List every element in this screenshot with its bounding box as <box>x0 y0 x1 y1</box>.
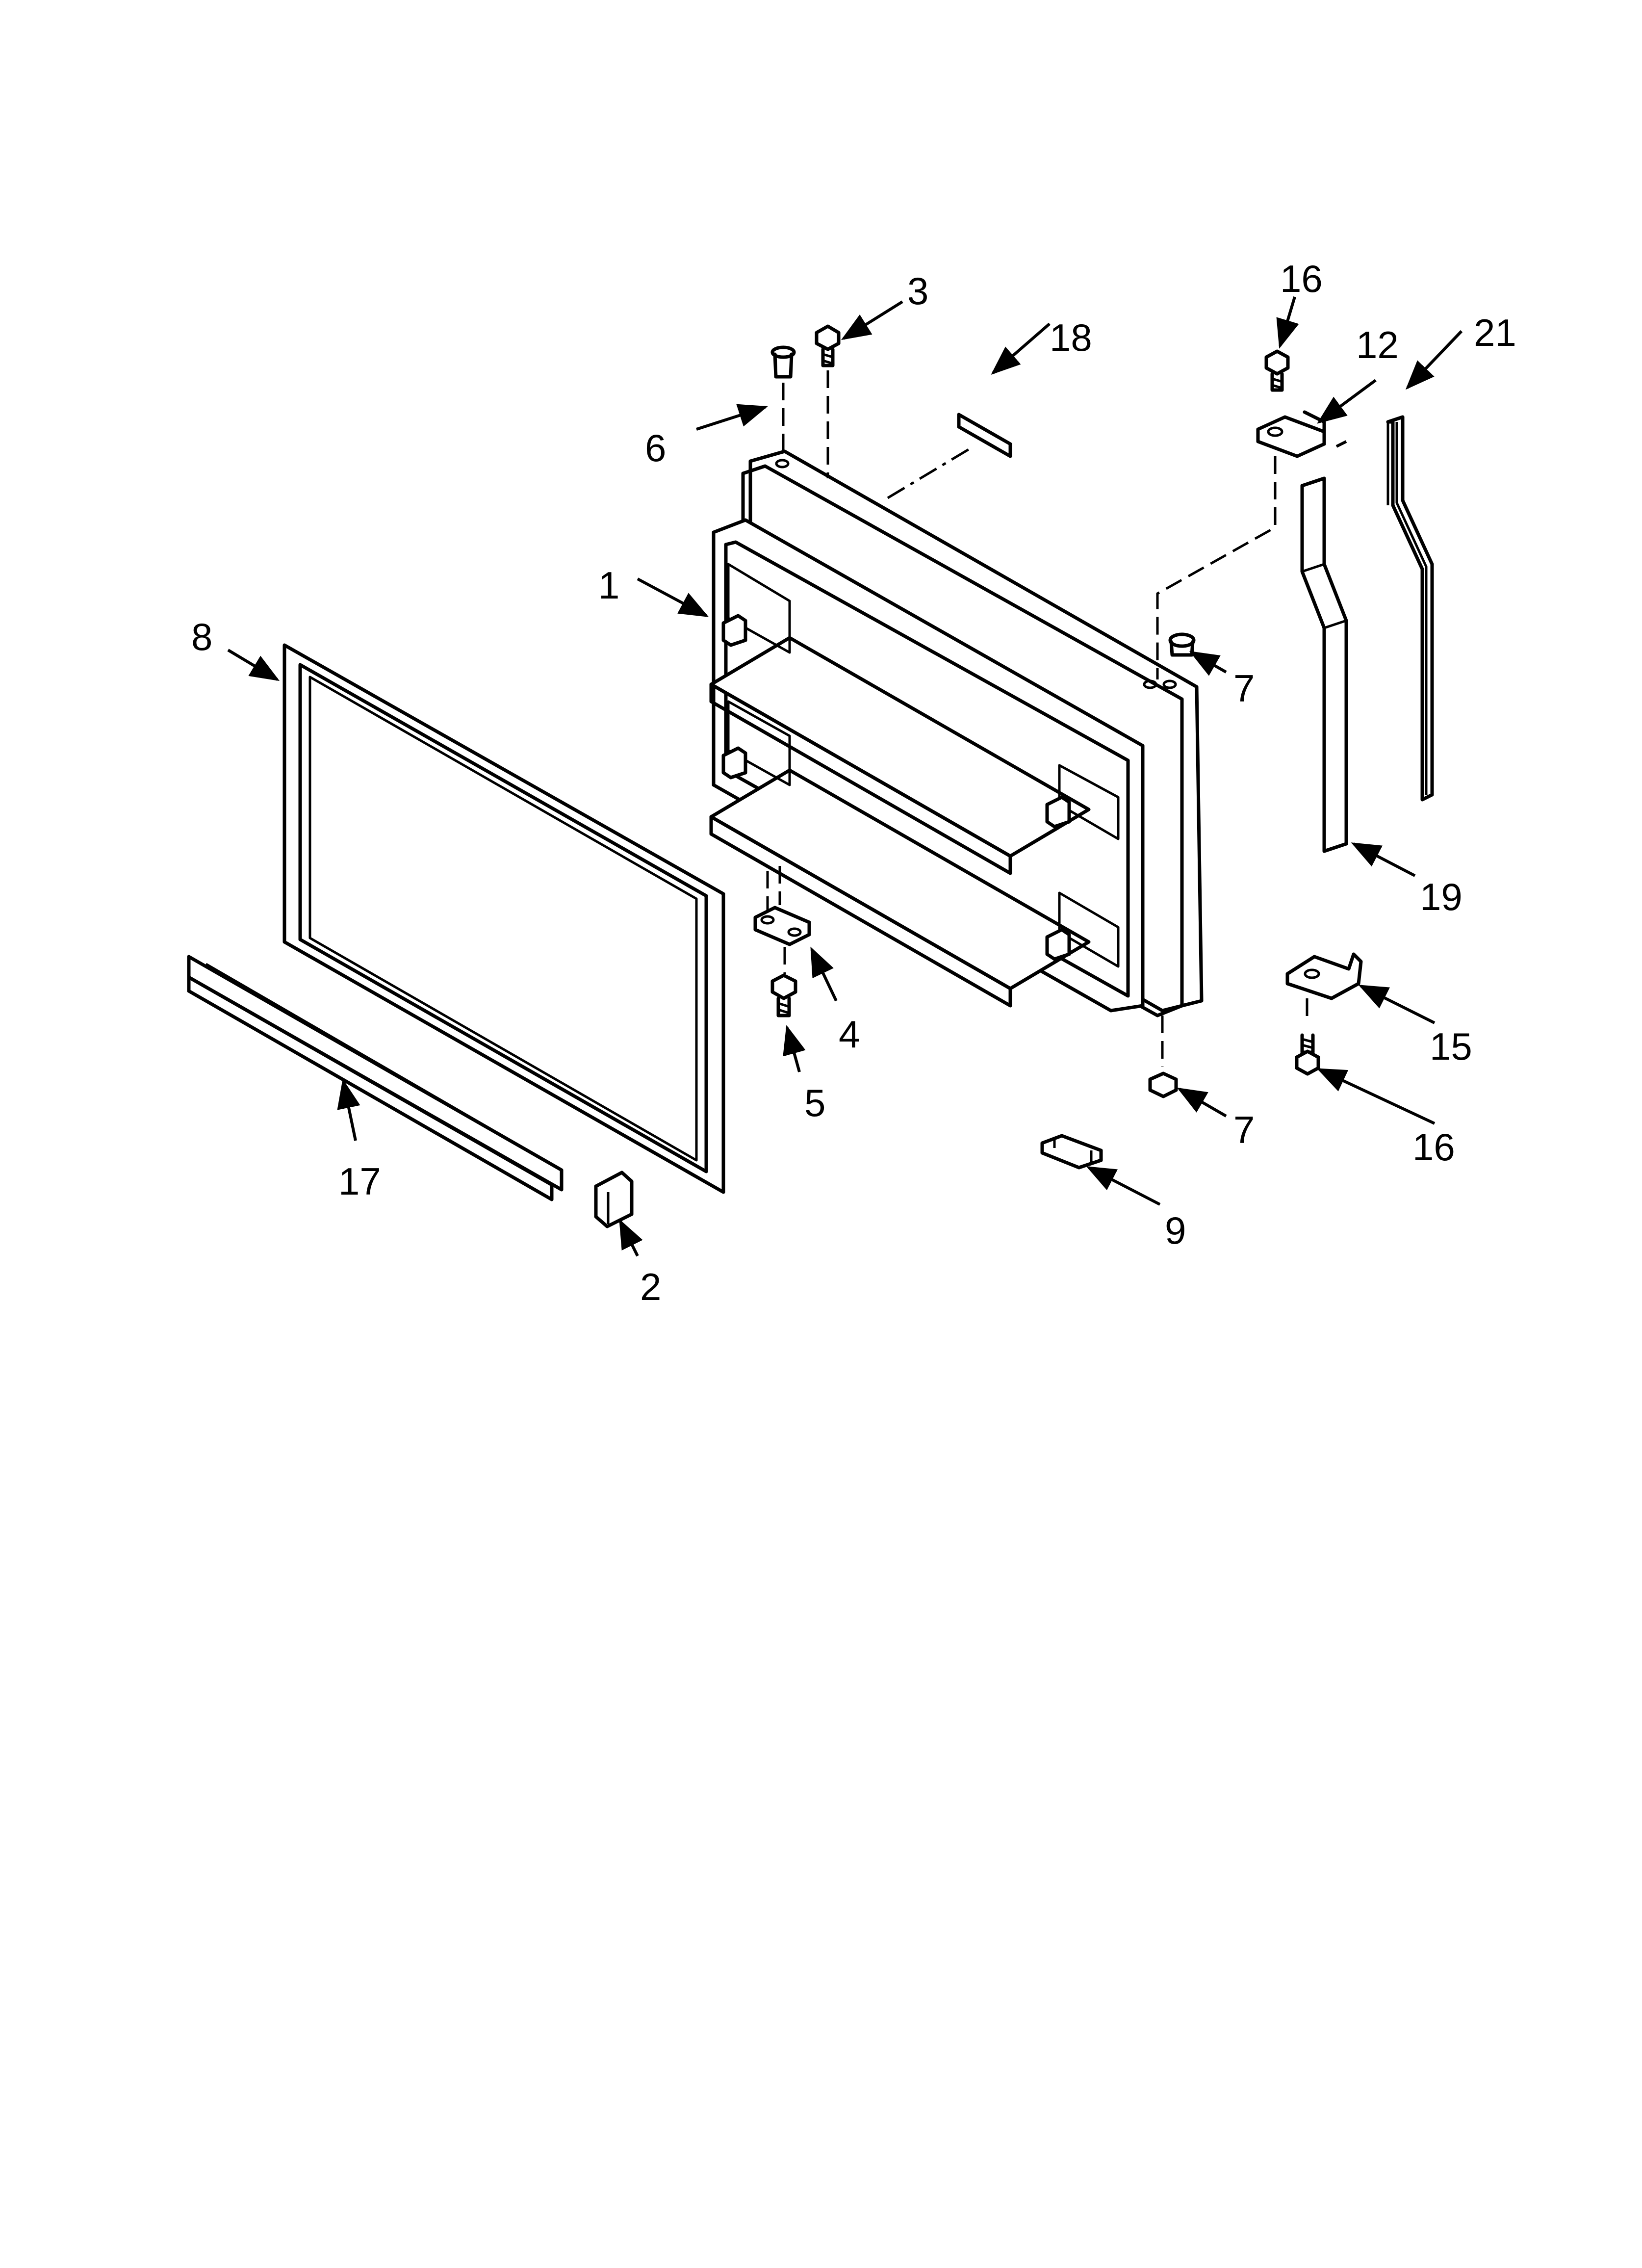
label-part <box>957 413 1012 458</box>
callout-2: 2 <box>640 1265 661 1308</box>
leader-arrows <box>227 296 1463 1257</box>
door-gasket-part <box>282 643 725 1194</box>
callout-15: 15 <box>1430 1025 1472 1068</box>
lower-hinge-part <box>753 866 811 974</box>
plug-button-part <box>770 345 796 459</box>
callout-6: 6 <box>645 426 666 469</box>
label-leader-line <box>887 445 975 499</box>
upper-hinge-part <box>1156 410 1326 679</box>
lower-hinge-screw-part <box>1295 1033 1320 1076</box>
callout-16-top: 16 <box>1280 257 1323 300</box>
callout-9: 9 <box>1165 1209 1186 1252</box>
handle-trim-part <box>1386 415 1434 802</box>
upper-hinge-screw-part <box>1264 349 1290 392</box>
screw-part <box>815 324 841 478</box>
callout-5: 5 <box>804 1081 825 1124</box>
callout-4: 4 <box>839 1013 860 1056</box>
callout-17: 17 <box>338 1160 381 1203</box>
hinge-bushing-top-part <box>1168 632 1196 657</box>
callout-7-top: 7 <box>1233 667 1255 710</box>
callout-3: 3 <box>907 269 928 313</box>
callout-labels: 1 2 3 4 5 6 7 7 8 9 12 15 16 16 17 18 19… <box>191 257 1516 1308</box>
callout-16-bottom: 16 <box>1412 1125 1455 1169</box>
callout-12: 12 <box>1356 323 1399 366</box>
hinge-screw-part <box>770 973 797 1017</box>
clip-part <box>1040 1134 1103 1170</box>
callout-8: 8 <box>191 615 212 658</box>
callout-7-bottom: 7 <box>1233 1108 1255 1151</box>
hinge-bushing-bottom-part <box>1148 1016 1178 1098</box>
door-liner-part <box>709 449 1204 1017</box>
trim-end-cap-part <box>594 1171 634 1228</box>
callout-19: 19 <box>1420 875 1462 918</box>
door-handle-part <box>1300 476 1348 853</box>
lower-hinge-bracket-part <box>1285 952 1363 1023</box>
callout-1: 1 <box>598 564 619 607</box>
callout-21: 21 <box>1474 311 1516 354</box>
callout-18: 18 <box>1050 316 1092 359</box>
door-trim-strip-part <box>187 955 564 1201</box>
